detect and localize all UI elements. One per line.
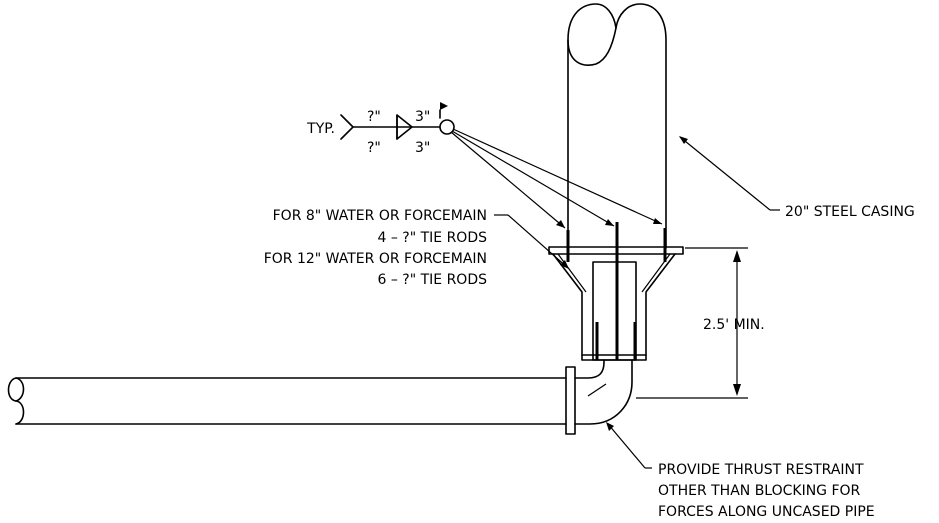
weld-length-bottom: 3" (415, 140, 430, 156)
dimension-line (636, 247, 748, 399)
thrust-note-line-1: PROVIDE THRUST RESTRAINT (658, 462, 864, 478)
reducer (552, 253, 676, 361)
tie-rod-note-line-2: 4 – ?" TIE RODS (377, 230, 487, 246)
casing-label: 20" STEEL CASING (785, 204, 915, 220)
thrust-note-line-2: OTHER THAN BLOCKING FOR (658, 483, 861, 499)
weld-typ-label: TYP. (306, 121, 335, 137)
uncased-pipe (7, 359, 633, 435)
tie-rod-leader (494, 214, 569, 269)
weld-symbol (340, 102, 663, 229)
tie-rod-note-line-1: FOR 8" WATER OR FORCEMAIN (273, 208, 487, 224)
thrust-note-line-3: FORCES ALONG UNCASED PIPE (658, 504, 875, 520)
casing-leader (679, 136, 780, 211)
tie-rod-note-line-3: FOR 12" WATER OR FORCEMAIN (264, 251, 487, 267)
tie-rod-note-line-4: 6 – ?" TIE RODS (377, 272, 487, 288)
weld-length-top: 3" (415, 109, 430, 125)
steel-casing (567, 3, 667, 249)
dimension-label: 2.5' MIN. (703, 317, 765, 333)
weld-size-bottom: ?" (367, 140, 381, 156)
tie-rods (566, 222, 667, 360)
thrust-leader (606, 422, 652, 469)
weld-size-top: ?" (367, 109, 381, 125)
